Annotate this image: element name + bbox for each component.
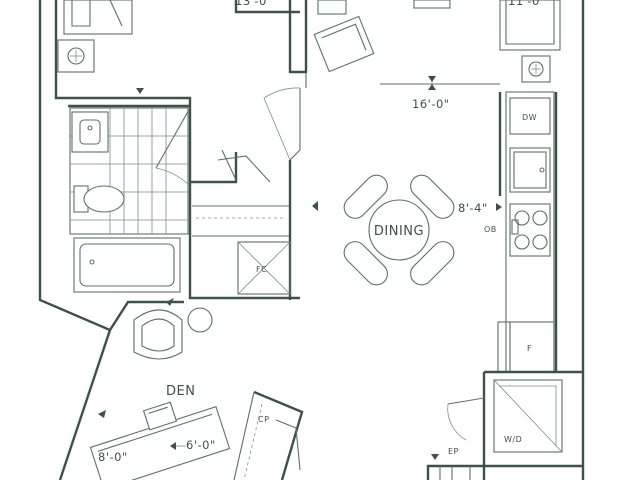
bathroom (68, 88, 191, 293)
living-length-dimension: 16'-0" (412, 97, 450, 111)
fridge-label: F (527, 344, 532, 353)
laundry: W/D EP (426, 370, 584, 480)
dimension-arrow-icon (428, 84, 436, 90)
kitchen: DW OB 8'-4" F (458, 91, 558, 373)
dishwasher (509, 97, 551, 135)
washer-dryer-label: W/D (504, 435, 522, 444)
furnace-closet-label: FC (256, 265, 267, 274)
electrical-panel-label: EP (448, 447, 459, 456)
dimension-arrow-icon (428, 76, 436, 82)
hall-closets: FC (188, 87, 318, 300)
den-armchair (133, 309, 183, 360)
dining-chair (343, 174, 388, 219)
side-table (317, 0, 347, 15)
den-length-dimension: 8'-0" (98, 450, 128, 464)
dining-chair (410, 241, 455, 286)
view-arrow-icon (98, 410, 106, 418)
dimension-arrow-icon (496, 203, 502, 211)
dimension-arrow-icon (170, 442, 176, 450)
sofa (499, 0, 561, 51)
dining-label: DINING (374, 224, 424, 239)
dining-chair (410, 174, 455, 219)
kitchen-width-dimension: 8'-4" (458, 201, 488, 215)
dishwasher-label: DW (522, 113, 537, 122)
den: DEN 8'-0" 6'-0" CP (89, 298, 304, 480)
washer-dryer (493, 379, 563, 453)
dining-chair (343, 241, 388, 286)
kitchen-sink (509, 147, 551, 193)
view-arrow-icon (431, 454, 439, 460)
closet-pantry: CP (233, 390, 304, 480)
bedroom-area: 13'-0" (57, 0, 273, 73)
view-arrow-icon (136, 88, 144, 94)
view-arrow-icon (312, 201, 318, 211)
bedroom-dimension: 13'-0" (235, 0, 273, 8)
tv-console (413, 0, 451, 9)
furnace-closet (237, 241, 291, 295)
lamp-icon (67, 47, 85, 65)
side-table (187, 307, 213, 333)
view-arrow-icon (166, 298, 174, 306)
closet-pantry-label: CP (258, 415, 269, 424)
exterior-walls (38, 0, 585, 480)
den-width-dimension: 6'-0" (186, 438, 216, 452)
dining-set: DINING (343, 174, 455, 286)
living-dimension: 11'-0" (508, 0, 546, 8)
toilet (73, 185, 125, 213)
bathtub (73, 237, 181, 293)
lamp-icon (528, 61, 544, 77)
living-area: 11'-0" 16'-0" (305, 0, 561, 111)
den-label: DEN (166, 384, 195, 399)
lounge-chair (313, 15, 375, 73)
oven-label: OB (484, 225, 497, 234)
dining-table (368, 199, 430, 261)
bed (63, 0, 133, 35)
desk-chair (142, 401, 178, 431)
vanity-sink (71, 111, 109, 153)
